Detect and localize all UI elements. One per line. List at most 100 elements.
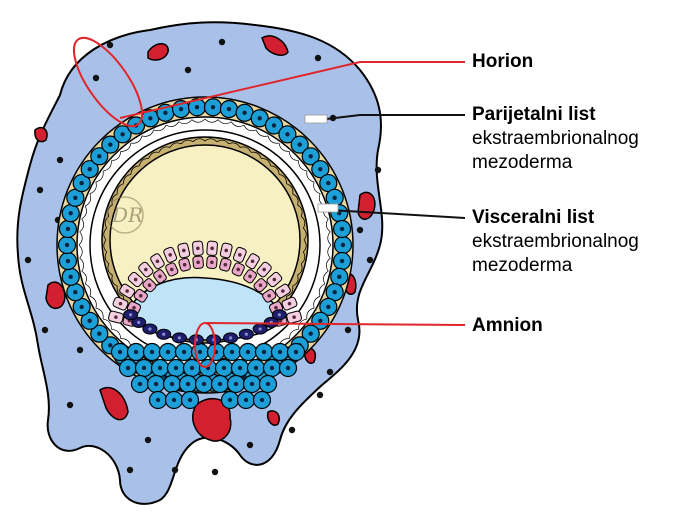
watermark-text: DR <box>111 203 143 227</box>
stalk-cell <box>118 358 138 378</box>
amnion-cell-row <box>123 309 287 346</box>
epiblast-cell <box>142 278 157 293</box>
stalk-cell <box>254 342 274 362</box>
stalk-cell <box>262 358 282 378</box>
epiblast-cell <box>281 296 298 311</box>
stalk-cell <box>146 374 166 394</box>
pointer-lines <box>72 36 466 368</box>
chorion-cell <box>301 147 320 166</box>
stalk-cell <box>148 390 168 410</box>
chorion-cell <box>301 324 320 343</box>
chorion-cell <box>325 283 344 302</box>
chorion-cell <box>61 204 80 223</box>
epiblast-cell <box>286 310 302 324</box>
stalk-cell <box>214 358 234 378</box>
chorion-cell <box>311 160 330 179</box>
epiblast-cell <box>245 253 260 270</box>
epiblast-cell <box>163 246 178 263</box>
epiblast-cell <box>256 261 272 278</box>
decidua-dot <box>171 466 179 474</box>
chorion-cell <box>66 188 85 207</box>
watermark-logo: DR <box>106 196 144 234</box>
chorion-cell <box>57 235 77 255</box>
decidua-dot <box>66 401 74 409</box>
epiblast-cell <box>153 269 167 284</box>
stalk-cell <box>246 358 266 378</box>
chorion-cell <box>101 135 120 154</box>
stalk-cell <box>258 374 278 394</box>
stalk-cell <box>130 374 150 394</box>
label-visceral-line2: ekstraembrionalnog <box>472 231 639 252</box>
decidua-dot <box>326 368 334 376</box>
decidua-dot <box>316 391 324 399</box>
stalk-cell <box>286 342 306 362</box>
label-parietal-layer: Parijetalni list ekstraembrionalnog mezo… <box>472 103 639 175</box>
amnion-cell <box>171 332 187 344</box>
decidua-dot <box>246 441 254 449</box>
connecting-stalk-cells <box>110 342 306 410</box>
stalk-cell <box>110 342 130 362</box>
stalk-cell <box>198 358 218 378</box>
stalk-cell <box>134 358 154 378</box>
stalk-cell <box>270 342 290 362</box>
epiblast-cell <box>206 255 218 269</box>
stalk-cell <box>236 390 256 410</box>
stalk-cell <box>278 358 298 378</box>
epiblast-cell <box>266 271 283 288</box>
stalk-cell <box>220 390 240 410</box>
chorion-cell <box>80 311 99 330</box>
chorion-cell <box>319 297 338 317</box>
label-visceral-layer: Visceralni list ekstraembrionalnog mezod… <box>472 206 639 278</box>
chorion-cell <box>290 135 309 154</box>
chorion-cell <box>72 173 91 193</box>
chorion-cell <box>90 147 109 166</box>
stalk-cell <box>206 342 226 362</box>
stalk-cell <box>142 342 162 362</box>
label-visceral-title: Visceralni list <box>472 207 595 228</box>
chorion-cell <box>333 235 353 255</box>
decidua-dot <box>344 326 352 334</box>
chorion-cell <box>332 251 352 271</box>
epiblast-cell <box>165 262 179 277</box>
chorion-cell <box>58 251 78 271</box>
amnion-cell <box>238 328 254 340</box>
decidua-dot <box>356 226 364 234</box>
chorion-cell <box>264 116 284 135</box>
label-chorion: Horion <box>472 50 533 74</box>
decidua-dot <box>366 256 374 264</box>
stalk-cell <box>178 374 198 394</box>
decidua-dot <box>106 41 114 49</box>
decidua-dot <box>288 426 296 434</box>
chorion-cell <box>58 219 78 239</box>
decidua-dot <box>36 186 44 194</box>
decidua-dot <box>24 256 32 264</box>
epiblast-cell <box>119 283 136 299</box>
chorion-cell <box>219 99 239 119</box>
epiblast-cell <box>178 257 191 272</box>
chorion-cell <box>330 267 349 286</box>
stalk-cell <box>158 342 178 362</box>
label-parietal-title: Parijetalni list <box>472 104 596 125</box>
epiblast-cell <box>219 242 233 259</box>
chorion-cell <box>332 219 352 239</box>
label-amnion-title: Amnion <box>472 315 543 336</box>
stalk-cell <box>222 342 242 362</box>
stalk-cell <box>238 342 258 362</box>
epiblast-cell <box>192 255 204 269</box>
amnion-cell <box>131 316 147 328</box>
amnion-cell <box>142 323 158 335</box>
epiblast-cell <box>150 253 165 270</box>
stalk-cell <box>210 374 230 394</box>
label-amnion: Amnion <box>472 314 543 338</box>
chorion-cell <box>311 311 330 330</box>
epiblast-cell <box>232 246 247 263</box>
decidua-dot <box>144 436 152 444</box>
chorion-cell <box>66 283 85 302</box>
epiblast-cell <box>262 288 277 303</box>
chorion-cell <box>278 125 297 144</box>
label-parietal-line3: mezoderma <box>472 152 573 173</box>
stalk-cell <box>242 374 262 394</box>
stalk-cell <box>194 374 214 394</box>
chorion-cell <box>203 98 223 117</box>
epiblast-cell <box>108 310 124 324</box>
